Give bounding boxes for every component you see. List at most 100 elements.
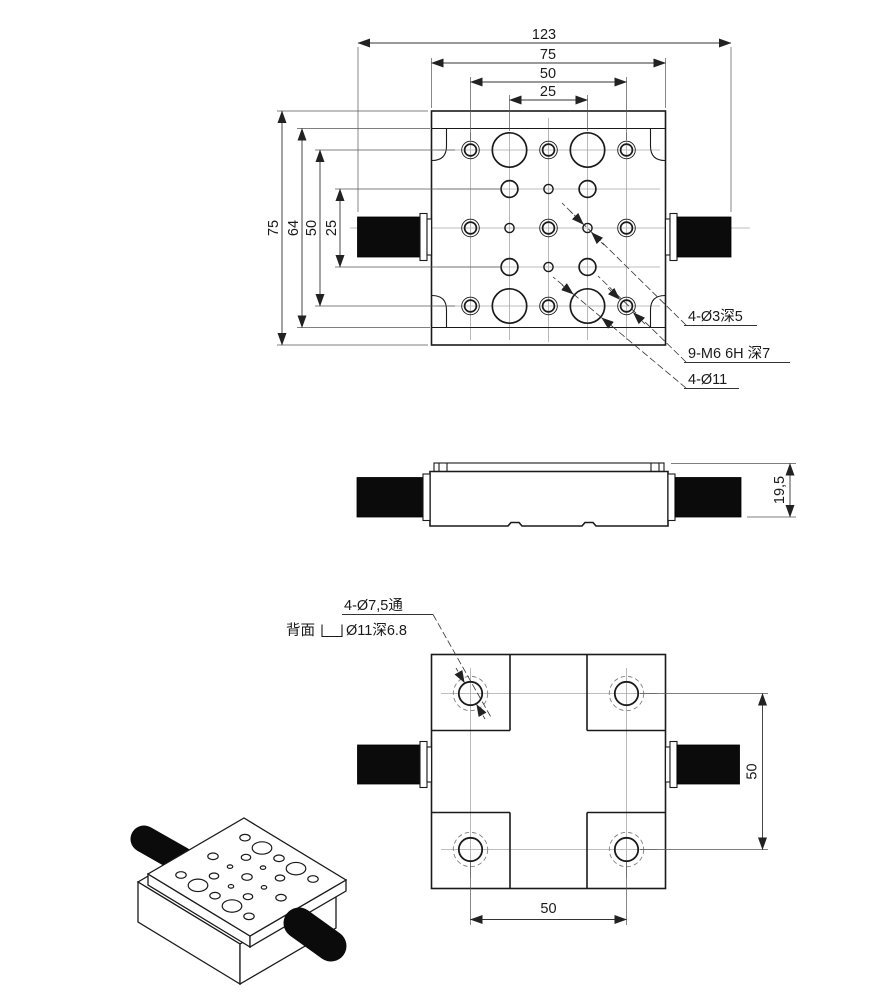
iso-hole-d6 bbox=[208, 872, 220, 880]
hole-m6 bbox=[461, 140, 480, 160]
iso-hole-d6 bbox=[274, 874, 286, 882]
hole-m6 bbox=[619, 299, 634, 313]
iso-hole-d11 bbox=[221, 899, 243, 913]
iso-hole-d6 bbox=[242, 893, 254, 901]
dim-bottom-spacing-h: 50 bbox=[540, 901, 556, 917]
iso-hole-d11 bbox=[187, 878, 209, 893]
bottom-view-centerlines bbox=[441, 668, 657, 878]
corner-relief-top-right bbox=[649, 128, 666, 162]
hole-m6 bbox=[539, 140, 558, 160]
bottom-view-body bbox=[430, 653, 667, 890]
top-view-callouts: 4-Ø3深5 9-M6 6H 深7 4-Ø11 bbox=[552, 202, 790, 389]
iso-hole-m6 bbox=[239, 833, 251, 842]
dim-overall-height: 75 bbox=[266, 220, 282, 236]
iso-hole-d11 bbox=[285, 861, 307, 876]
hole-m6 bbox=[541, 221, 556, 235]
bottom-view-knob-right bbox=[664, 740, 740, 789]
iso-hole-m6 bbox=[243, 912, 255, 921]
callout-counterbore: Ø11深6.8 bbox=[346, 622, 407, 639]
callout-4-d11: 4-Ø11 bbox=[688, 372, 727, 388]
hole-m6 bbox=[463, 143, 478, 157]
dim-hole-span-v50: 50 bbox=[304, 220, 320, 236]
hole-d7-5-through bbox=[613, 836, 640, 863]
bottom-view-holes bbox=[452, 675, 645, 868]
hole-d6 bbox=[578, 257, 597, 277]
hole-d7-5-through bbox=[613, 680, 640, 707]
hole-d7-5-through bbox=[457, 836, 484, 863]
hole-m6 bbox=[617, 140, 636, 160]
hole-m6 bbox=[463, 221, 478, 235]
corner-relief-bottom-right bbox=[649, 294, 666, 328]
dim-body-height: 64 bbox=[286, 220, 302, 236]
side-view-knob-right bbox=[667, 473, 742, 522]
callout-back-face: 背面 bbox=[286, 622, 315, 639]
bottom-view-callouts: 4-Ø7,5通 背面 Ø11深6.8 bbox=[286, 597, 493, 720]
hole-m6 bbox=[617, 296, 636, 316]
hole-d3 bbox=[543, 183, 554, 195]
iso-hole-d3 bbox=[227, 883, 235, 889]
iso-hole-m6 bbox=[175, 871, 187, 879]
hole-m6 bbox=[541, 143, 556, 157]
bottom-view: 50 50 4-Ø7,5通 背面 Ø11深6.8 bbox=[286, 597, 768, 925]
hole-d11 bbox=[491, 131, 528, 169]
hole-d6 bbox=[578, 179, 597, 199]
hole-counterbore-d11 bbox=[452, 675, 489, 712]
iso-hole-d3 bbox=[260, 884, 268, 890]
iso-knob-lower-right bbox=[283, 907, 347, 962]
side-view-knob-left bbox=[356, 473, 431, 522]
iso-hole-m6 bbox=[275, 893, 287, 902]
dim-overall-width: 123 bbox=[532, 27, 556, 43]
iso-hole-m6 bbox=[241, 873, 253, 881]
bottom-view-dimensions: 50 50 bbox=[470, 693, 768, 925]
hole-m6 bbox=[619, 221, 634, 235]
side-view: 19,5 bbox=[356, 462, 796, 527]
side-view-top-plate bbox=[433, 462, 665, 473]
top-view-knob-left bbox=[357, 212, 433, 262]
callout-4-d75-through: 4-Ø7,5通 bbox=[344, 597, 403, 614]
top-view-dimensions-left: 75 64 50 25 bbox=[266, 110, 502, 346]
iso-hole-d3 bbox=[226, 864, 234, 870]
iso-hole-d11 bbox=[251, 841, 273, 855]
side-view-body bbox=[429, 462, 669, 527]
hole-m6 bbox=[461, 218, 480, 238]
iso-hole-m6 bbox=[207, 852, 219, 861]
hole-d11 bbox=[569, 131, 606, 169]
hole-d11 bbox=[491, 287, 528, 325]
dim-hole-span-v25: 25 bbox=[324, 220, 340, 236]
top-view-knob-right bbox=[664, 212, 732, 262]
iso-hole-m6 bbox=[307, 875, 319, 883]
hole-d3 bbox=[504, 222, 515, 234]
hole-m6 bbox=[461, 296, 480, 316]
side-view-dimension: 19,5 bbox=[671, 463, 796, 518]
top-view-holes bbox=[461, 131, 636, 325]
dim-hole-span-25: 25 bbox=[540, 84, 556, 100]
hole-m6 bbox=[539, 218, 558, 238]
dim-hole-span-50: 50 bbox=[540, 66, 556, 82]
bottom-view-knob-left bbox=[357, 740, 433, 789]
hole-m6 bbox=[617, 218, 636, 238]
iso-knob-upper-left bbox=[130, 825, 195, 874]
callout-4-d3: 4-Ø3深5 bbox=[688, 308, 743, 325]
hole-m6 bbox=[541, 299, 556, 313]
iso-hole-m6 bbox=[209, 891, 221, 900]
dim-stage-height: 19,5 bbox=[772, 476, 788, 504]
iso-hole-d6 bbox=[240, 853, 252, 861]
iso-hole-m6 bbox=[273, 854, 285, 863]
dim-body-width: 75 bbox=[540, 47, 556, 63]
dim-bottom-spacing-v: 50 bbox=[745, 763, 761, 779]
callout-9-m6: 9-M6 6H 深7 bbox=[688, 345, 770, 362]
corner-relief-bottom-left bbox=[431, 294, 448, 328]
top-view: 123 75 50 25 75 64 50 bbox=[266, 27, 790, 389]
hole-d11 bbox=[569, 287, 606, 325]
iso-holes bbox=[175, 833, 319, 921]
hole-m6 bbox=[539, 296, 558, 316]
hole-d3 bbox=[582, 222, 593, 234]
hole-m6 bbox=[463, 299, 478, 313]
hole-m6 bbox=[619, 143, 634, 157]
top-view-dimensions-top: 123 75 50 25 bbox=[357, 27, 732, 212]
isometric-view bbox=[130, 817, 348, 986]
corner-relief-top-left bbox=[431, 128, 448, 162]
hole-d3 bbox=[543, 261, 554, 273]
